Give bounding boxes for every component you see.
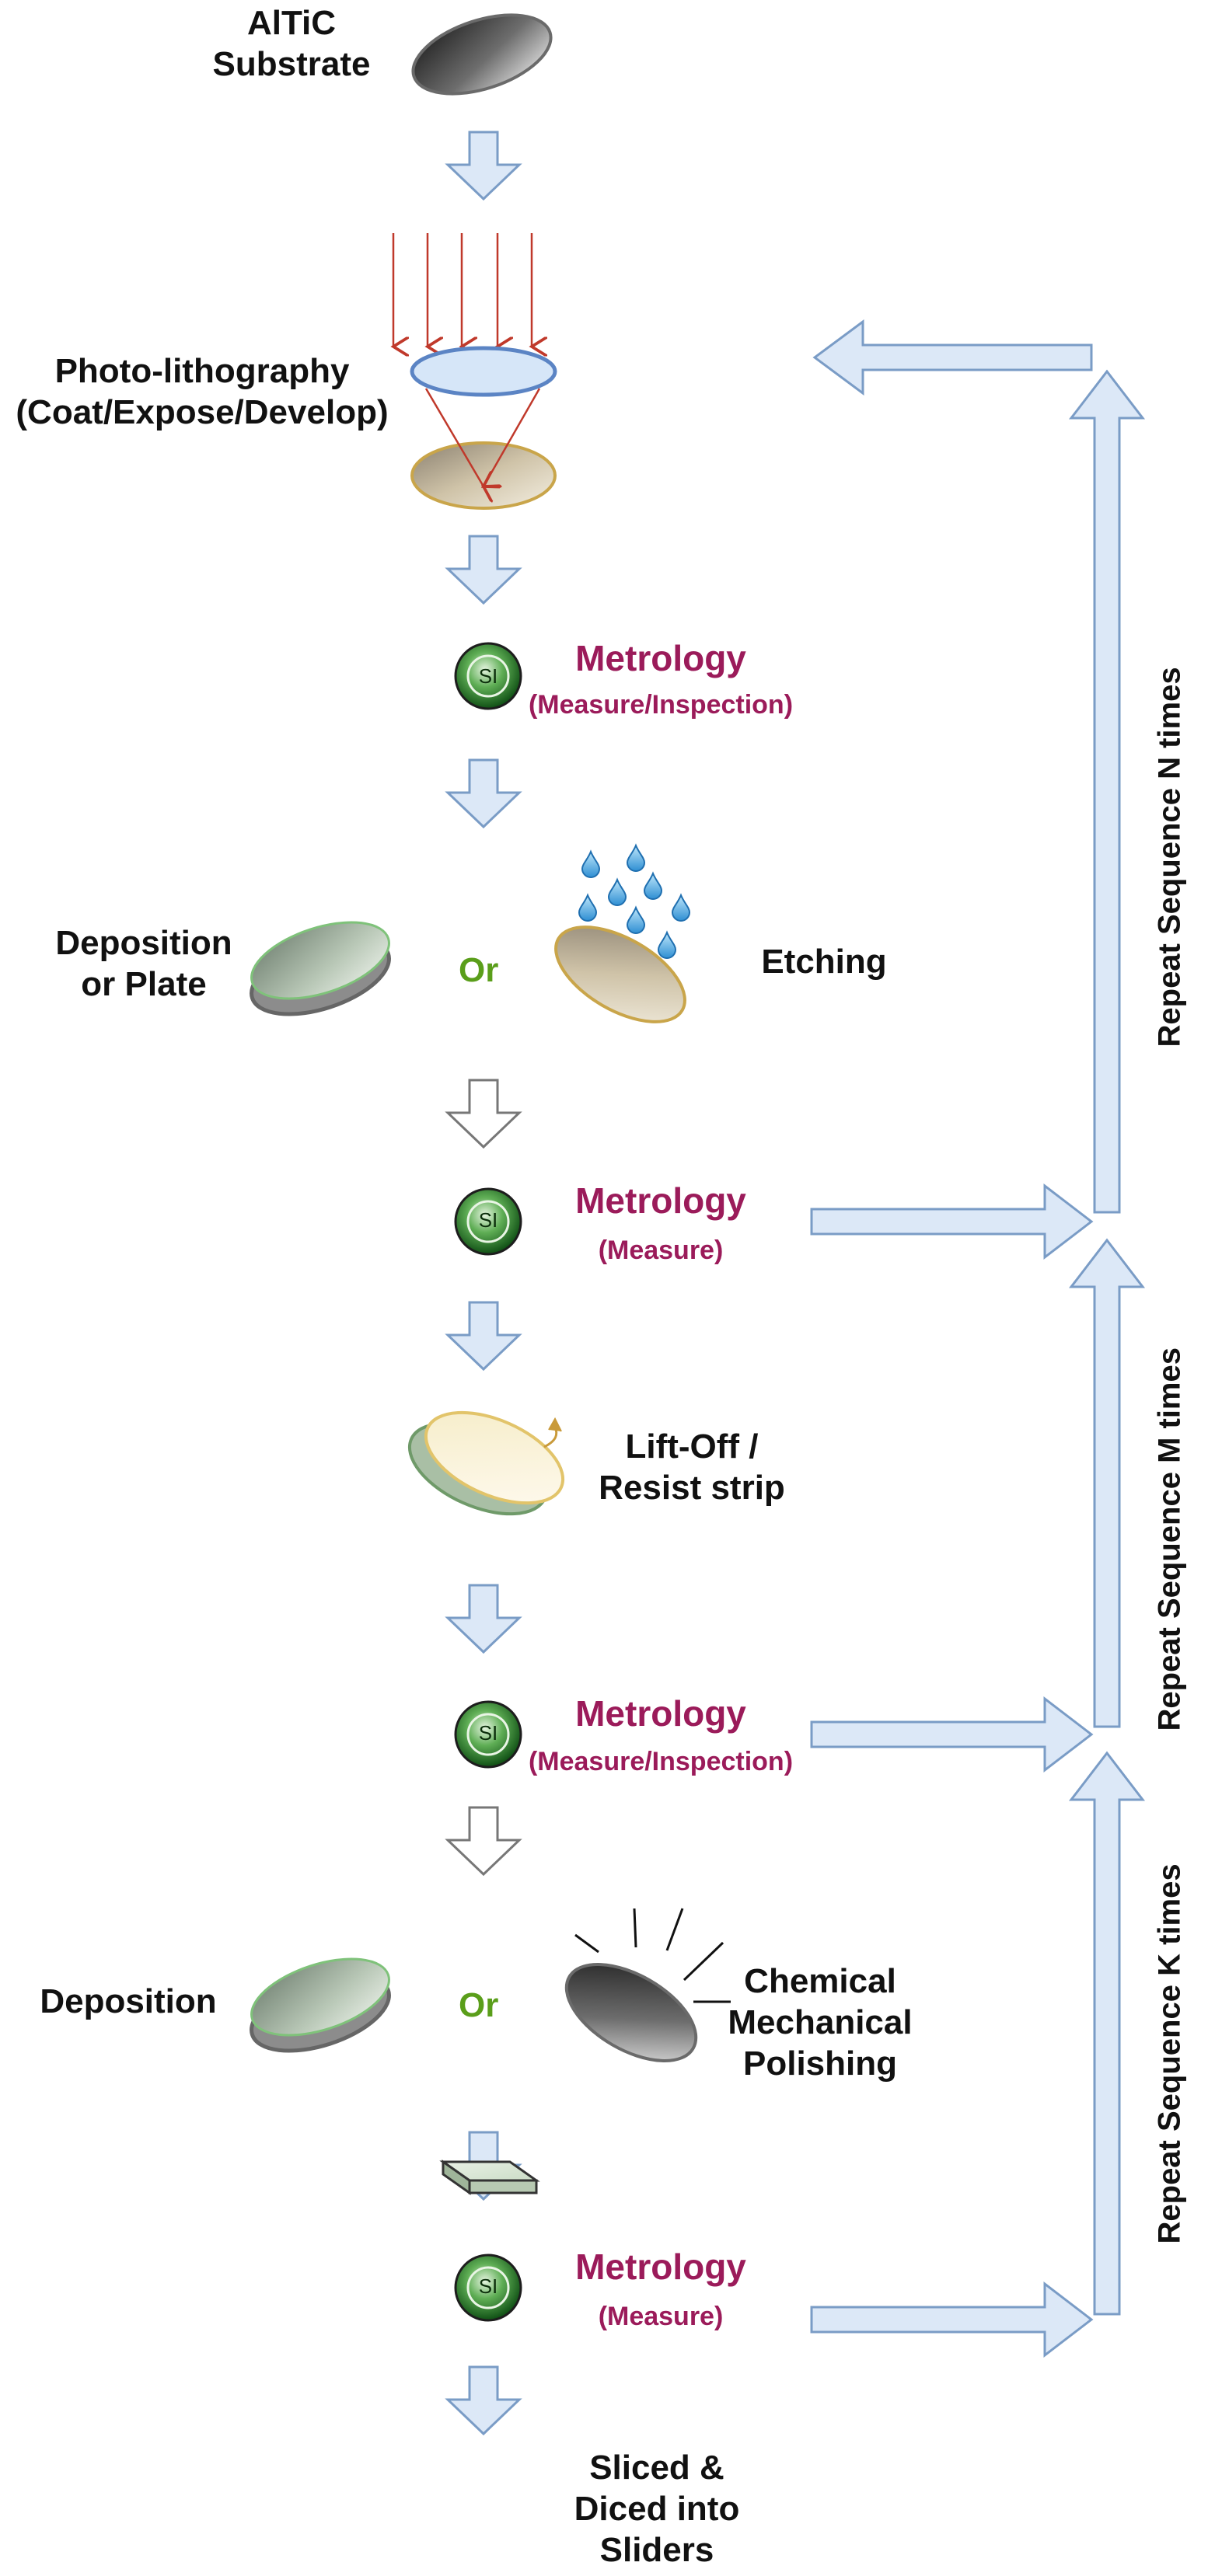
right-arrow-1	[810, 1183, 1094, 1260]
droplet-1	[581, 849, 601, 878]
si-icon-text-4: SI	[478, 2274, 498, 2298]
down-arrow-5	[445, 1301, 522, 1372]
or-label-1: Or	[459, 951, 499, 989]
metrology-sub-1: (Measure/Inspection)	[528, 690, 794, 720]
right-arrow-3	[810, 2281, 1094, 2358]
metrology-sub-2: (Measure)	[598, 1236, 724, 1265]
metrology-title-2: Metrology	[575, 1180, 746, 1221]
metrology-sub-3: (Measure/Inspection)	[528, 1747, 794, 1776]
or-label-2: Or	[459, 1986, 499, 2024]
slider-icon	[439, 2159, 540, 2195]
down-arrow-2	[445, 535, 522, 605]
cmp-icon	[564, 1908, 731, 2062]
up-arrow-n	[1068, 369, 1146, 1214]
loop-arrows	[810, 319, 1146, 2358]
down-arrow-1	[445, 131, 522, 201]
down-arrow-3	[445, 758, 522, 829]
droplet-4	[643, 871, 663, 900]
si-icon-text-2: SI	[478, 1208, 498, 1232]
cmp-label: Chemical Mechanical Polishing	[728, 1962, 913, 2083]
si-metrology-icon-1	[454, 642, 522, 710]
loop-label-m: Repeat Sequence M times	[1152, 1347, 1187, 1731]
coated-wafer-icon	[410, 441, 557, 510]
etching-label: Etching	[761, 943, 887, 981]
down-arrow-6	[445, 1584, 522, 1654]
deposition-label: Deposition	[40, 1982, 217, 2020]
deposition-or-plate-icon	[250, 921, 391, 1016]
si-icons	[454, 642, 522, 2322]
up-arrow-m	[1068, 1238, 1146, 1728]
substrate-icon	[411, 13, 553, 96]
si-metrology-icon-4	[454, 2254, 522, 2322]
etching-wafer-icon	[554, 925, 686, 1023]
down-arrow-7	[445, 1806, 522, 1877]
si-icon-text-1: SI	[478, 664, 498, 688]
droplet-5	[578, 893, 598, 922]
droplet-6	[626, 905, 646, 934]
sliced-label: Sliced & Diced into Sliders	[574, 2449, 740, 2569]
liftoff-icon	[407, 1410, 565, 1516]
right-arrow-2	[810, 1696, 1094, 1773]
deposition-icon	[250, 1957, 391, 2053]
si-icon-text-3: SI	[478, 1721, 498, 1745]
lens-icon	[410, 346, 557, 397]
si-metrology-icon-3	[454, 1700, 522, 1769]
focused-beams-icon	[424, 388, 541, 486]
down-arrow-9	[445, 2365, 522, 2436]
droplet-8	[657, 930, 677, 959]
droplet-3	[607, 877, 627, 906]
loop-label-n: Repeat Sequence N times	[1152, 667, 1187, 1047]
exposure-beams-icon	[393, 233, 532, 347]
substrate-label: AlTiC Substrate	[212, 4, 371, 83]
metrology-sub-4: (Measure)	[598, 2302, 724, 2331]
loop-label-k: Repeat Sequence K times	[1152, 1863, 1187, 2244]
liftoff-label: Lift-Off / Resist strip	[599, 1427, 785, 1507]
photolithography-label: Photo-lithography (Coat/Expose/Develop)	[16, 352, 389, 431]
metrology-title-1: Metrology	[575, 638, 746, 678]
droplet-2	[626, 843, 646, 872]
up-arrow-k	[1068, 1751, 1146, 2316]
deposition-or-plate-label: Deposition or Plate	[55, 924, 232, 1003]
metrology-title-3: Metrology	[575, 1693, 746, 1734]
left-arrow-top	[812, 319, 1093, 396]
si-metrology-icon-2	[454, 1187, 522, 1256]
droplet-7	[671, 893, 691, 922]
down-arrow-4	[445, 1079, 522, 1149]
metrology-title-4: Metrology	[575, 2247, 746, 2287]
droplet-icons	[578, 843, 691, 959]
